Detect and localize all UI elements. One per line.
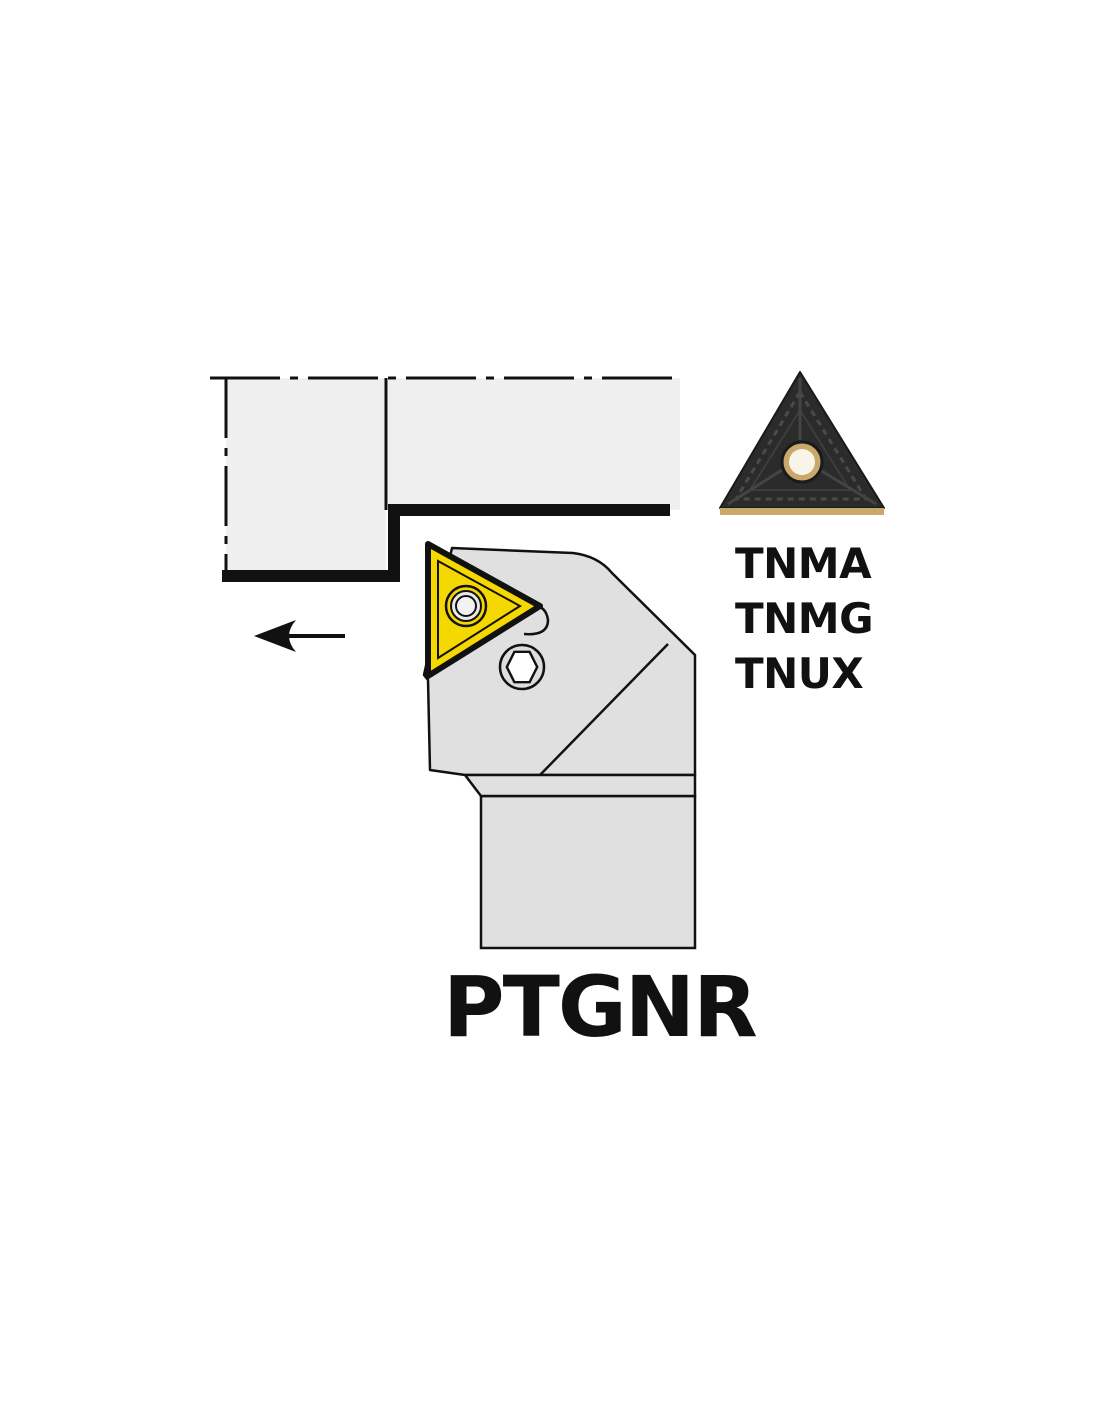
- machined-profile: [222, 504, 670, 582]
- triangular-insert-icon: [719, 371, 885, 515]
- holder-neck: [463, 773, 697, 798]
- tool-holder: [422, 546, 697, 950]
- insert-chipbreaker: [437, 559, 522, 660]
- workpiece: [210, 376, 682, 582]
- insert-code-tnux: TNUX: [735, 649, 864, 698]
- workpiece-step: [226, 378, 386, 576]
- arrow-left-icon: [254, 620, 345, 652]
- clamp-screw-icon: [498, 643, 546, 691]
- holder-code-title: PTGNR: [443, 958, 758, 1056]
- insert-code-tnmg: TNMG: [735, 594, 874, 643]
- holder-shank: [479, 794, 697, 950]
- holder-head-diagonal: [539, 643, 669, 776]
- insert-hole-inner: [455, 595, 477, 617]
- cutting-insert: [425, 541, 543, 679]
- workpiece-body: [388, 378, 680, 510]
- insert-code-tnma: TNMA: [735, 539, 872, 588]
